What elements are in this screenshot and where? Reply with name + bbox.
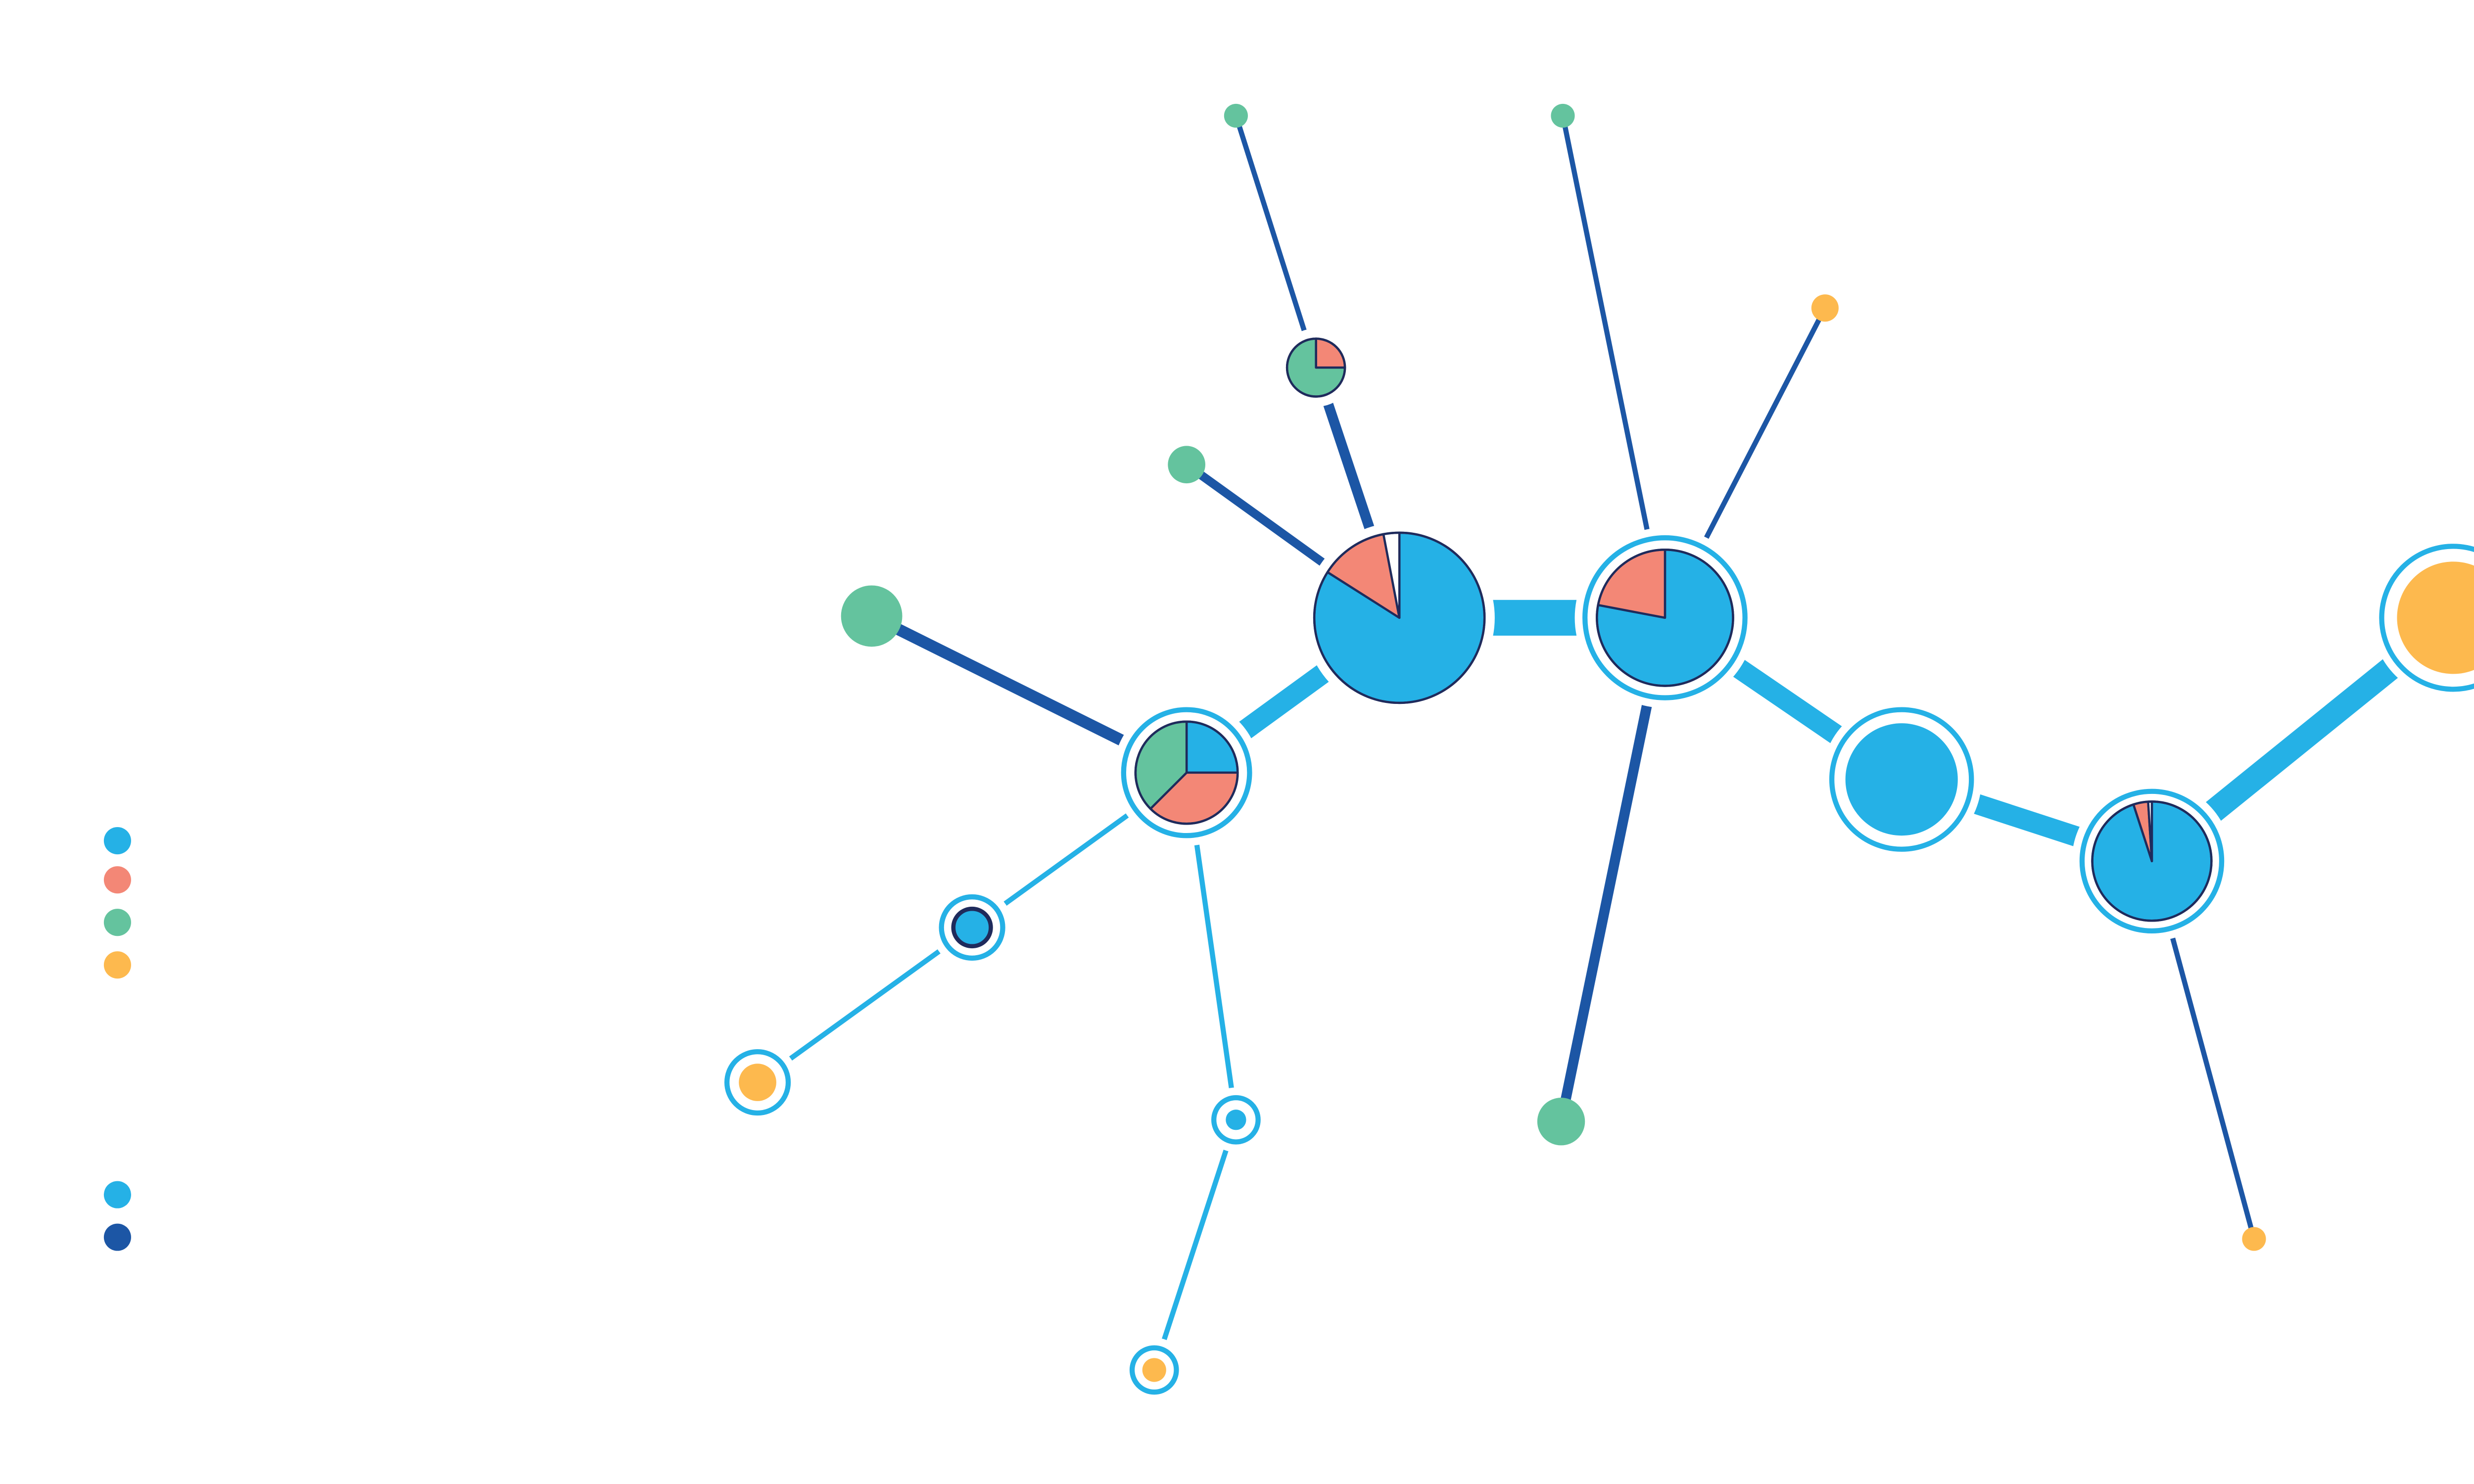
- nodes: [716, 103, 2474, 1402]
- node-inner-ring: [951, 906, 993, 949]
- node-n10: [1203, 1087, 1269, 1153]
- node-n9: [716, 1041, 799, 1123]
- node-n3: [1821, 699, 1982, 860]
- node-l5: [841, 585, 903, 647]
- pie-outline: [2091, 800, 2213, 922]
- legend-node-green-marker: [103, 909, 131, 936]
- node-n5: [2371, 536, 2474, 699]
- legend: [103, 827, 131, 1251]
- node-fill: [1226, 1110, 1246, 1130]
- node-n11: [1122, 1338, 1187, 1402]
- node-fill: [1551, 103, 1575, 128]
- legend-node-light_blue-marker: [103, 827, 131, 855]
- node-l3: [1811, 294, 1839, 322]
- node-n7: [1277, 328, 1355, 407]
- pie-outline: [1134, 720, 1239, 825]
- legend-edge-light_blue-marker: [103, 1181, 131, 1208]
- edge-l1-n7: [1233, 115, 1319, 369]
- node-fill: [1811, 294, 1839, 322]
- node-l4: [1168, 446, 1205, 484]
- node-fill: [841, 585, 903, 647]
- node-fill: [2242, 1227, 2266, 1251]
- node-fill: [1142, 1358, 1166, 1382]
- legend-edge-dark_blue-marker: [103, 1223, 131, 1251]
- node-n2: [1574, 527, 1756, 708]
- edges: [756, 115, 2461, 1371]
- pie-outline: [1313, 531, 1486, 704]
- node-n8: [931, 886, 1013, 969]
- node-l1: [1224, 103, 1248, 128]
- pie-outline: [1285, 337, 1346, 398]
- node-hub: [1304, 522, 1495, 713]
- node-fill: [1224, 103, 1248, 128]
- pie-outline: [1596, 549, 1734, 687]
- legend-node-orange-marker: [103, 951, 131, 979]
- node-fill: [1537, 1098, 1585, 1146]
- edge-n8-n9: [756, 925, 974, 1085]
- node-fill: [2397, 561, 2474, 674]
- legend-node-salmon-marker: [103, 866, 131, 894]
- node-l6: [1537, 1098, 1585, 1146]
- node-n6: [1113, 699, 1260, 846]
- node-l2: [1551, 103, 1575, 128]
- node-fill: [1168, 446, 1205, 484]
- node-fill: [1845, 723, 1958, 836]
- node-fill: [739, 1064, 776, 1101]
- node-l7: [2242, 1227, 2266, 1251]
- node-n4: [2072, 781, 2232, 941]
- edge-n10-n11: [1151, 1119, 1238, 1371]
